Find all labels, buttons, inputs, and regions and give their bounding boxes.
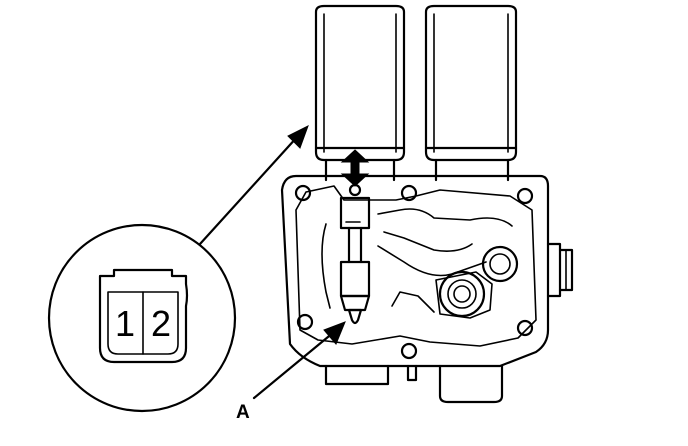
solenoid-right: [424, 4, 518, 182]
callout-a-leader: [252, 321, 346, 400]
connector-pin-2-label: 2: [151, 303, 171, 344]
solenoid-left: [314, 4, 406, 182]
valve-body: [280, 174, 550, 404]
connector-leader-arrow: [198, 124, 309, 246]
movement-arrow: [340, 149, 370, 187]
side-bolt: [546, 242, 574, 298]
connector-callout: [47, 223, 237, 413]
valve-plunger: [339, 183, 371, 325]
connector-pin-1-label: 1: [115, 303, 135, 344]
callout-a-label: A: [236, 402, 250, 423]
